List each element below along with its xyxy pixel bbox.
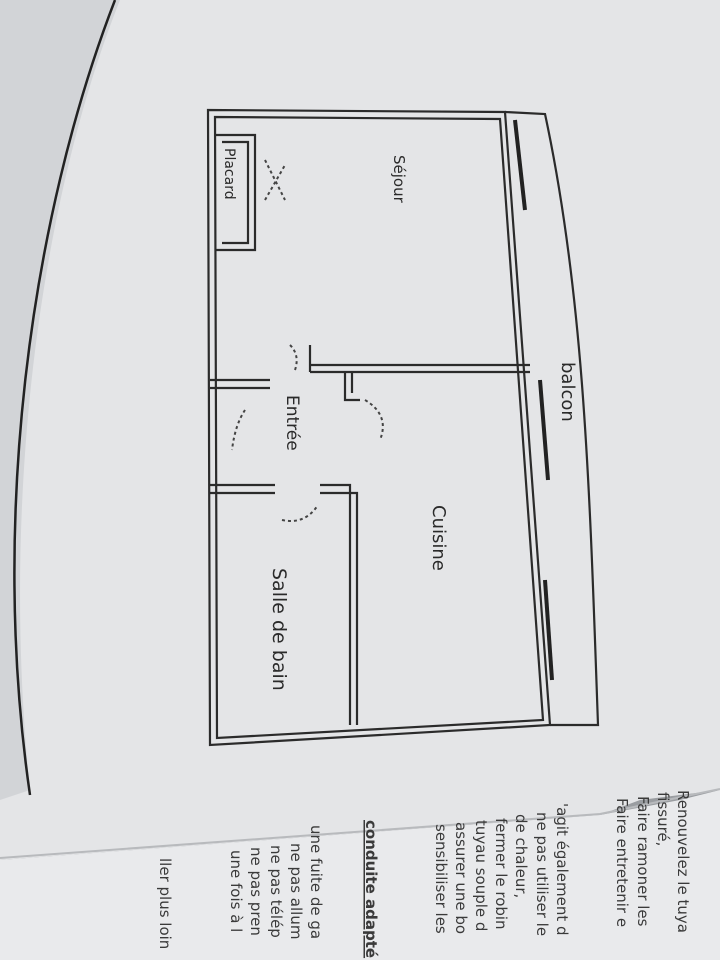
entree-wall [210, 483, 275, 495]
text-line: tuyau souple d [472, 820, 490, 931]
text-line: ne pas télép [267, 845, 285, 938]
text-line: assurer une bo [452, 822, 470, 934]
text-line: fermer le robin [492, 818, 510, 930]
door-sejour [289, 344, 298, 371]
placard-wall-inner [222, 140, 250, 245]
text-line: Renouvelez le tuya [674, 790, 692, 933]
room-label-salle-de-bain: Salle de bain [268, 568, 290, 691]
room-label-sejour: Séjour [390, 155, 408, 204]
door-cuisine [364, 399, 384, 441]
placard-wall [215, 133, 257, 252]
placard-doors [264, 159, 286, 201]
text-line: 'agit également d [553, 803, 571, 936]
window [513, 119, 527, 211]
text-line: Faire ramoner les [634, 796, 652, 927]
section-heading: conduite adapté [362, 820, 380, 958]
text-line: fissuré, [654, 792, 672, 846]
entree-wall [210, 378, 270, 390]
text-line: de chaleur, [512, 814, 530, 898]
page-text: Renouvelez le tuya fissuré, Faire ramone… [156, 790, 692, 958]
room-label-balcon: balcon [557, 362, 578, 422]
balcony-outline [504, 110, 600, 727]
text-line: une fuite de ga [307, 825, 325, 939]
text-line: ne pas allum [287, 843, 305, 939]
door-entrance [231, 409, 246, 451]
text-line: sensibiliser les [432, 824, 450, 934]
text-line: ller plus loin [156, 858, 174, 949]
text-line: une fois à l [227, 850, 245, 932]
outer-wall [206, 108, 552, 747]
text-line: ne pas utiliser le [533, 812, 551, 936]
sejour-cuisine-wall [310, 363, 530, 374]
room-label-placard: Placard [221, 148, 237, 200]
window [543, 579, 554, 681]
outer-wall-inner [213, 115, 545, 740]
door-sdb [281, 504, 319, 522]
text-line: ne pas pren [247, 847, 265, 936]
text-line: Faire entretenir e [613, 798, 631, 927]
sdb-cuisine-wall [320, 483, 359, 725]
window [538, 379, 550, 481]
page-curl-shadow [0, 0, 120, 800]
room-label-entree: Entrée [282, 395, 302, 451]
entree-wall [343, 372, 360, 402]
right-page [0, 790, 720, 960]
floor-plan: Séjour Placard balcon Entrée Cuisine Sal… [206, 108, 600, 747]
page-fold [0, 788, 720, 859]
room-label-cuisine: Cuisine [428, 505, 449, 571]
left-page [0, 0, 720, 860]
page-edge [13, 0, 117, 796]
